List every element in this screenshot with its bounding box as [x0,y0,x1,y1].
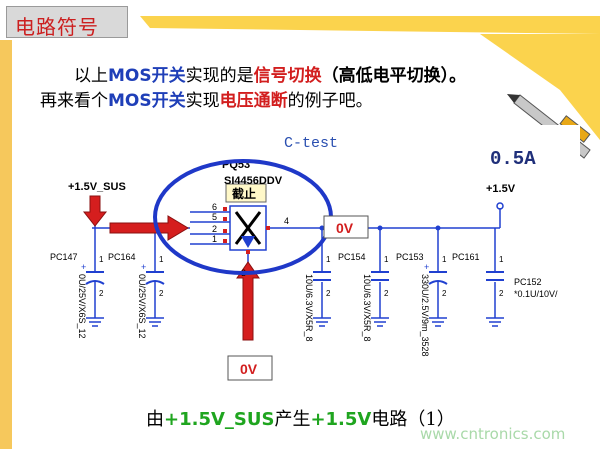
line1-mid: 实现的是 [185,66,254,86]
cap-pin-1: 1 [99,255,104,264]
pin-2: 2 [212,224,217,234]
mosfet-diode-icon [241,236,255,248]
cap-name: PC161 [452,252,480,262]
caption-src: +1.5V_SUS [164,409,275,430]
junction-4 [435,225,441,231]
cap-value: *0.1U/10V/ [514,289,558,299]
capacitor-pc154: 1 2 PC154 10U/6.3V/X5R_8 [304,252,366,342]
out-voltage-value: 0V [336,220,354,236]
intro-line-2: 再来看个MOS开关实现电压通断的例子吧。 [40,86,373,111]
cap-pin-2: 2 [99,289,104,298]
ground-icon [486,317,504,327]
slide-title: 电路符号 [15,15,99,39]
cap-value: 0U/25V/X6S_12 [77,274,87,339]
line1-post: （高低电平切换）。 [321,66,467,86]
out-voltage-badge [323,215,369,239]
cap-value: 0U/25V/X6S_12 [137,274,147,339]
ground-icon [86,317,104,327]
capacitor-pc147: +1 2 PC147 0U/25V/X6S_12 [50,252,105,339]
cap-value: 10U/6.3V/X5R_8 [304,274,314,342]
dst-terminal [496,202,504,210]
capacitor-pc153: 1 2 PC153 10U/6.3V/X5R_8 [362,252,424,342]
schematic-panel [40,125,580,375]
cap-value: 330U/2.5V/9m_3528 [420,274,430,357]
caption-pre: 由 [146,409,164,430]
current-label: 0.5A [490,148,536,170]
line2-pre: 再来看个 [40,91,108,111]
ground-icon [313,317,331,327]
line2-mos: MOS开关 [108,91,186,111]
cap-name: PC154 [338,252,366,262]
cap-pin-2: 2 [499,289,504,298]
line1-signal: 信号切换 [253,66,322,86]
src-net-label: +1.5V_SUS [68,181,126,193]
cap-pin-2: 2 [384,289,389,298]
caption: 由+1.5V_SUS产生+1.5V电路（1） [146,405,455,431]
line2-mid: 实现 [185,91,220,111]
cap-pin-2: 2 [326,289,331,298]
capacitor-pc164: +1 2 PC164 0U/25V/X6S_12 [108,252,165,339]
cap-name: PC152 [514,277,542,287]
watermark: www.cntronics.com [420,425,566,443]
dst-net-label: +1.5V [486,183,516,195]
capacitor-pc152: 1 2 PC152 *0.1U/10V/ [486,255,558,327]
gate-up-arrow-icon [236,261,260,341]
cap-value: 10U/6.3V/X5R_8 [362,274,372,342]
pin-5: 5 [212,212,217,222]
right-deco-wedge [480,34,600,140]
cap-pin-1: 1 [326,255,331,264]
mosfet [223,205,270,254]
top-deco-bar [140,16,600,34]
junction-2 [319,225,325,231]
line2-voltage: 电压通断 [219,91,288,111]
caption-mid: 产生 [274,409,311,430]
intro-line-1: 以上MOS开关实现的是信号切换（高低电平切换）。 [74,61,466,86]
ground-icon [371,317,389,327]
ground-icon [146,317,164,327]
pin-6: 6 [212,202,217,212]
cap-pin-2: 2 [442,289,447,298]
capacitor-group: +1 2 PC147 0U/25V/X6S_12 +1 2 PC164 0U/25V/X6S_… [50,252,558,357]
polarity-plus: + [81,262,86,272]
line1-mos: MOS开关 [108,66,186,86]
line1-pre: 以上 [74,66,108,86]
flow-right-arrow-icon [109,215,189,241]
ground-icon [429,317,447,327]
cutoff-badge [225,183,267,203]
junction-3 [377,225,383,231]
line2-post: 的例子吧。 [287,91,373,111]
cap-name: PC153 [396,252,424,262]
cutoff-label: 截止 [232,186,256,201]
cap-name: PC164 [108,252,136,262]
gate-voltage-value: 0V [240,361,258,377]
cap-pin-1: 1 [384,255,389,264]
caption-post: 电路（1） [371,409,455,430]
pin-1: 1 [212,234,217,244]
cap-name: PC147 [50,252,78,262]
cap-pin-1: 1 [442,255,447,264]
cap-pin-1: 1 [499,255,504,264]
polarity-plus: + [141,262,146,272]
ctest-label: C-test [284,135,338,152]
pin-4: 4 [284,216,289,226]
polarity-plus: + [424,262,429,272]
red-arrows [82,195,260,341]
cap-pin-2: 2 [159,289,164,298]
slide-title-box: 电路符号 [6,6,128,39]
left-deco-bar [0,40,12,449]
capacitor-pc161: +1 2 PC161 330U/2.5V/9m_3528 [420,252,480,357]
q-part: SI4456DDV [224,175,283,187]
caption-dst: +1.5V [310,409,372,430]
cap-pin-1: 1 [159,255,164,264]
gate-voltage-badge [227,355,273,381]
src-down-arrow-icon [82,195,108,227]
